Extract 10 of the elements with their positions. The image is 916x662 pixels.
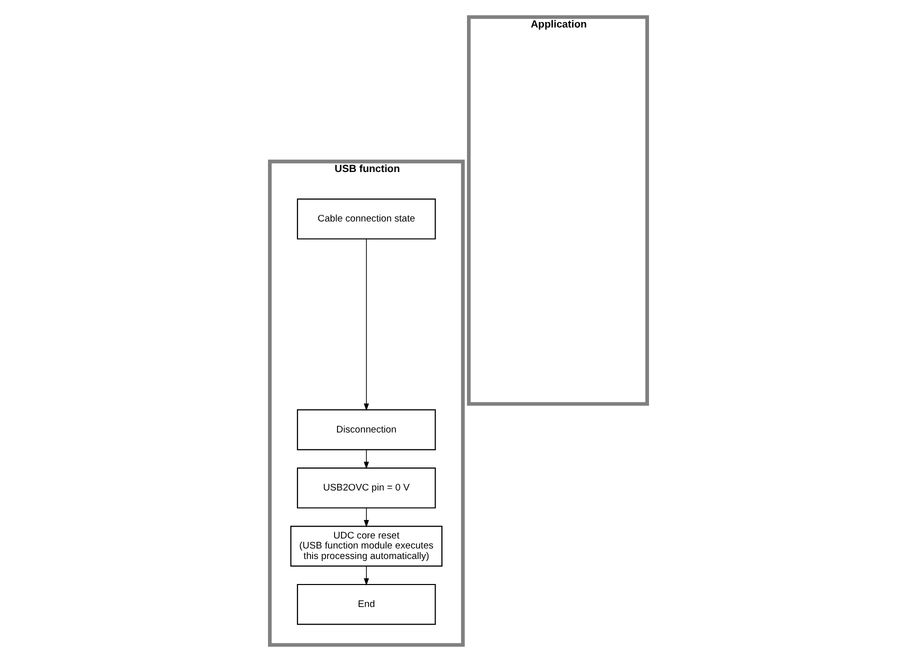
arrow xyxy=(363,508,368,528)
node-box: Cable connection state xyxy=(296,198,436,240)
node-box: USB2OVC pin = 0 V xyxy=(296,468,436,508)
arrow xyxy=(363,238,368,411)
arrow xyxy=(363,449,368,470)
arrow xyxy=(363,566,368,586)
node-box: Application xyxy=(466,15,648,406)
node-box: Disconnection xyxy=(296,409,436,450)
node-box: End xyxy=(296,584,436,625)
node-box: UDC core reset (USB function module executes this processing automatically) xyxy=(290,526,442,567)
